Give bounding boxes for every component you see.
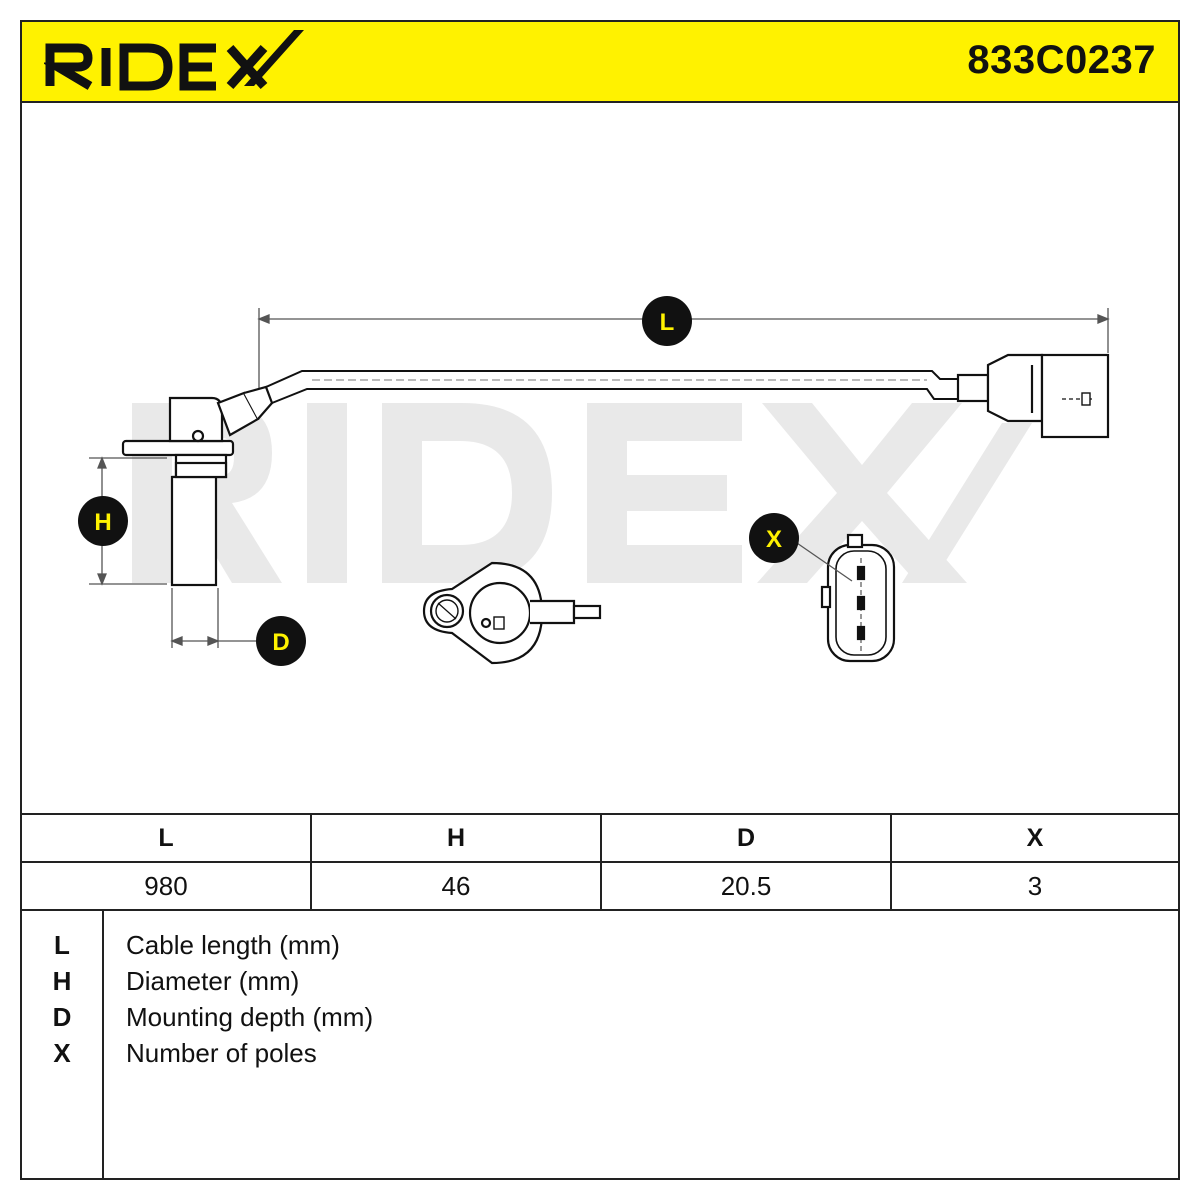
spec-header-cell: X: [1026, 823, 1044, 852]
spec-value-cell: 20.5: [602, 863, 892, 909]
spec-header-cell: L: [22, 815, 312, 861]
sensor-cable: [265, 370, 958, 404]
label-h-dot: H: [78, 496, 128, 546]
sensor-body: [121, 385, 274, 587]
label-d-dot: D: [256, 616, 306, 666]
legend: L Cable length (mm) H Diameter (mm) D Mo…: [22, 911, 1178, 1178]
spec-header-cell: H: [312, 815, 602, 861]
part-number: 833C0237: [967, 38, 1156, 82]
connector-face-view: [793, 533, 896, 663]
header-band: 833C0237: [22, 22, 1178, 103]
legend-text: Diameter (mm): [126, 966, 300, 996]
drawing-canvas: L H D X: [78, 296, 1110, 666]
legend-text: Cable length (mm): [126, 930, 340, 960]
legend-item: D Mounting depth (mm): [22, 999, 1178, 1035]
legend-key: X: [53, 1038, 71, 1068]
spec-table-value-row: 980 46 20.5 3: [22, 863, 1178, 909]
legend-item: X Number of poles: [22, 1035, 1178, 1071]
legend-key: H: [52, 966, 72, 996]
legend-divider: [102, 911, 104, 1178]
svg-text:X: X: [766, 526, 782, 553]
spec-value-cell: 46: [312, 863, 602, 909]
label-l-dot: L: [642, 296, 692, 346]
svg-text:D: D: [272, 629, 289, 656]
depth-dimension: [170, 588, 262, 648]
sensor-top-view: [422, 561, 602, 665]
legend-text: Number of poles: [126, 1038, 317, 1068]
technical-drawing: L H D X: [22, 103, 1178, 813]
spec-value-cell: 980: [22, 863, 312, 909]
legend-item: H Diameter (mm): [22, 963, 1178, 999]
legend-key: L: [54, 930, 70, 960]
legend-text: Mounting depth (mm): [126, 1002, 374, 1032]
spec-table-header-row: L H D X: [22, 815, 1178, 863]
spec-header-cell: D: [602, 815, 892, 861]
ridex-watermark: [132, 403, 1032, 583]
legend-key: D: [52, 1002, 72, 1032]
legend-item: L Cable length (mm): [22, 927, 1178, 963]
svg-text:H: H: [94, 509, 111, 536]
svg-text:L: L: [660, 309, 675, 336]
product-sheet: 833C0237: [20, 20, 1180, 1180]
spec-value-cell: 3: [1027, 870, 1043, 901]
cable-connector: [956, 353, 1110, 439]
ridex-logo: [44, 30, 304, 91]
spec-table: L H D X 980 46 20.5 3: [22, 813, 1178, 911]
label-x-dot: X: [749, 513, 799, 563]
